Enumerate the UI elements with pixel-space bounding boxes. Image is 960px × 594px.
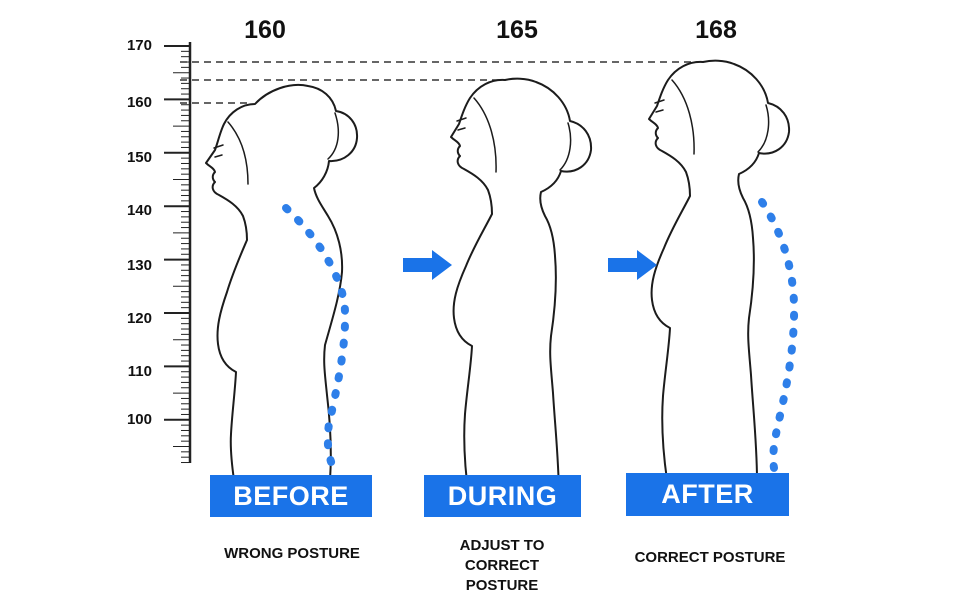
spine-dots-before	[282, 204, 350, 474]
caption-during: ADJUST TO CORRECT POSTURE	[459, 537, 545, 594]
ruler-label: 140	[126, 202, 152, 219]
caption-after: CORRECT POSTURE	[634, 549, 786, 566]
height-value-after: 168	[695, 16, 737, 44]
figure-before-hunched	[205, 84, 359, 481]
ruler-label: 120	[126, 310, 152, 327]
figure-after-upright	[648, 59, 791, 482]
height-value-before: 160	[244, 16, 286, 44]
spine-dots-after	[758, 198, 799, 472]
figure-during	[450, 77, 593, 500]
height-ruler	[164, 45, 190, 464]
ruler-label: 160	[126, 94, 152, 111]
ruler-label: 110	[127, 363, 152, 380]
ruler-label: 130	[126, 257, 152, 274]
arrow-right-icon	[403, 250, 452, 280]
stage-bar-during: DURING	[424, 475, 581, 517]
ruler-label: 100	[126, 411, 152, 428]
height-value-during: 165	[496, 16, 538, 44]
caption-before: WRONG POSTURE	[224, 545, 360, 562]
arrow-right-icon	[608, 250, 657, 280]
stage-bar-before: BEFORE	[210, 475, 372, 517]
stage-bar-after: AFTER	[626, 473, 789, 516]
ruler-label: 150	[126, 149, 152, 166]
ruler-label: 170	[126, 37, 152, 54]
